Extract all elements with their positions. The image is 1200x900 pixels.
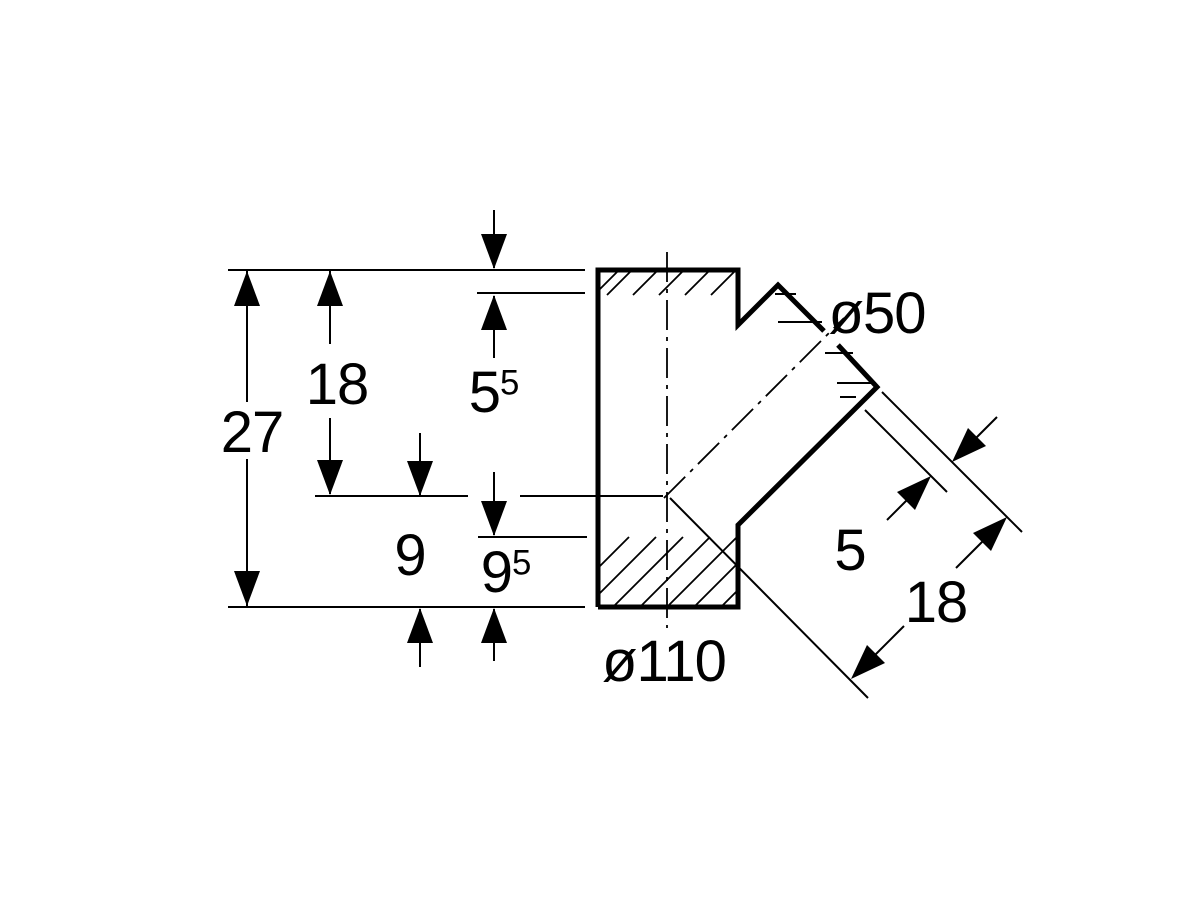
hatch-top-wall — [598, 270, 736, 296]
arrow-9-top — [407, 461, 433, 496]
arrow-18v-bottom — [317, 460, 343, 495]
arrow-9-5-bottom — [481, 608, 507, 643]
arrow-27-bottom — [234, 571, 260, 606]
dim-label-branch-diameter: ø50 — [828, 281, 927, 346]
body-outline — [595, 267, 881, 610]
dim-tails-diagonal — [873, 416, 998, 657]
dim-label-top-to-axis: 18 — [305, 352, 370, 417]
dim-label-socket-depth-top-sup: 5 — [499, 363, 520, 403]
hatch-bottom-wall — [598, 536, 738, 607]
dim-label-socket-depth-top: 55 — [469, 364, 520, 422]
dim-label-main-diameter: ø110 — [602, 629, 727, 694]
dim-label-axis-to-mouth: 18 — [904, 570, 969, 635]
arrow-27-top — [234, 271, 260, 306]
arrow-5-5-bottom — [481, 295, 507, 330]
arrow-5-diag-lower — [897, 476, 931, 510]
dim-label-branch-socket-depth: 5 — [834, 518, 866, 583]
arrow-18-diag-lower — [851, 645, 885, 679]
extension-lines-horizontal — [228, 269, 663, 608]
dim-label-socket-depth-top-main: 5 — [468, 360, 501, 425]
dim-label-socket-depth-bottom-sup: 5 — [511, 543, 532, 583]
dim-label-overall-height: 27 — [220, 400, 285, 465]
centerline-branch-axis — [663, 317, 845, 499]
arrow-18-diag-upper — [973, 517, 1007, 551]
arrow-18v-top — [317, 271, 343, 306]
dim-label-socket-depth-bottom: 95 — [481, 544, 532, 602]
dim-label-axis-to-bottom: 9 — [394, 523, 426, 588]
branch-wall-ticks — [775, 293, 876, 398]
arrow-9-bottom — [407, 608, 433, 643]
arrow-9-5-top — [481, 501, 507, 536]
dim-label-socket-depth-bottom-main: 9 — [480, 540, 513, 605]
arrow-5-diag-upper — [952, 428, 986, 462]
arrow-5-5-top — [481, 234, 507, 269]
